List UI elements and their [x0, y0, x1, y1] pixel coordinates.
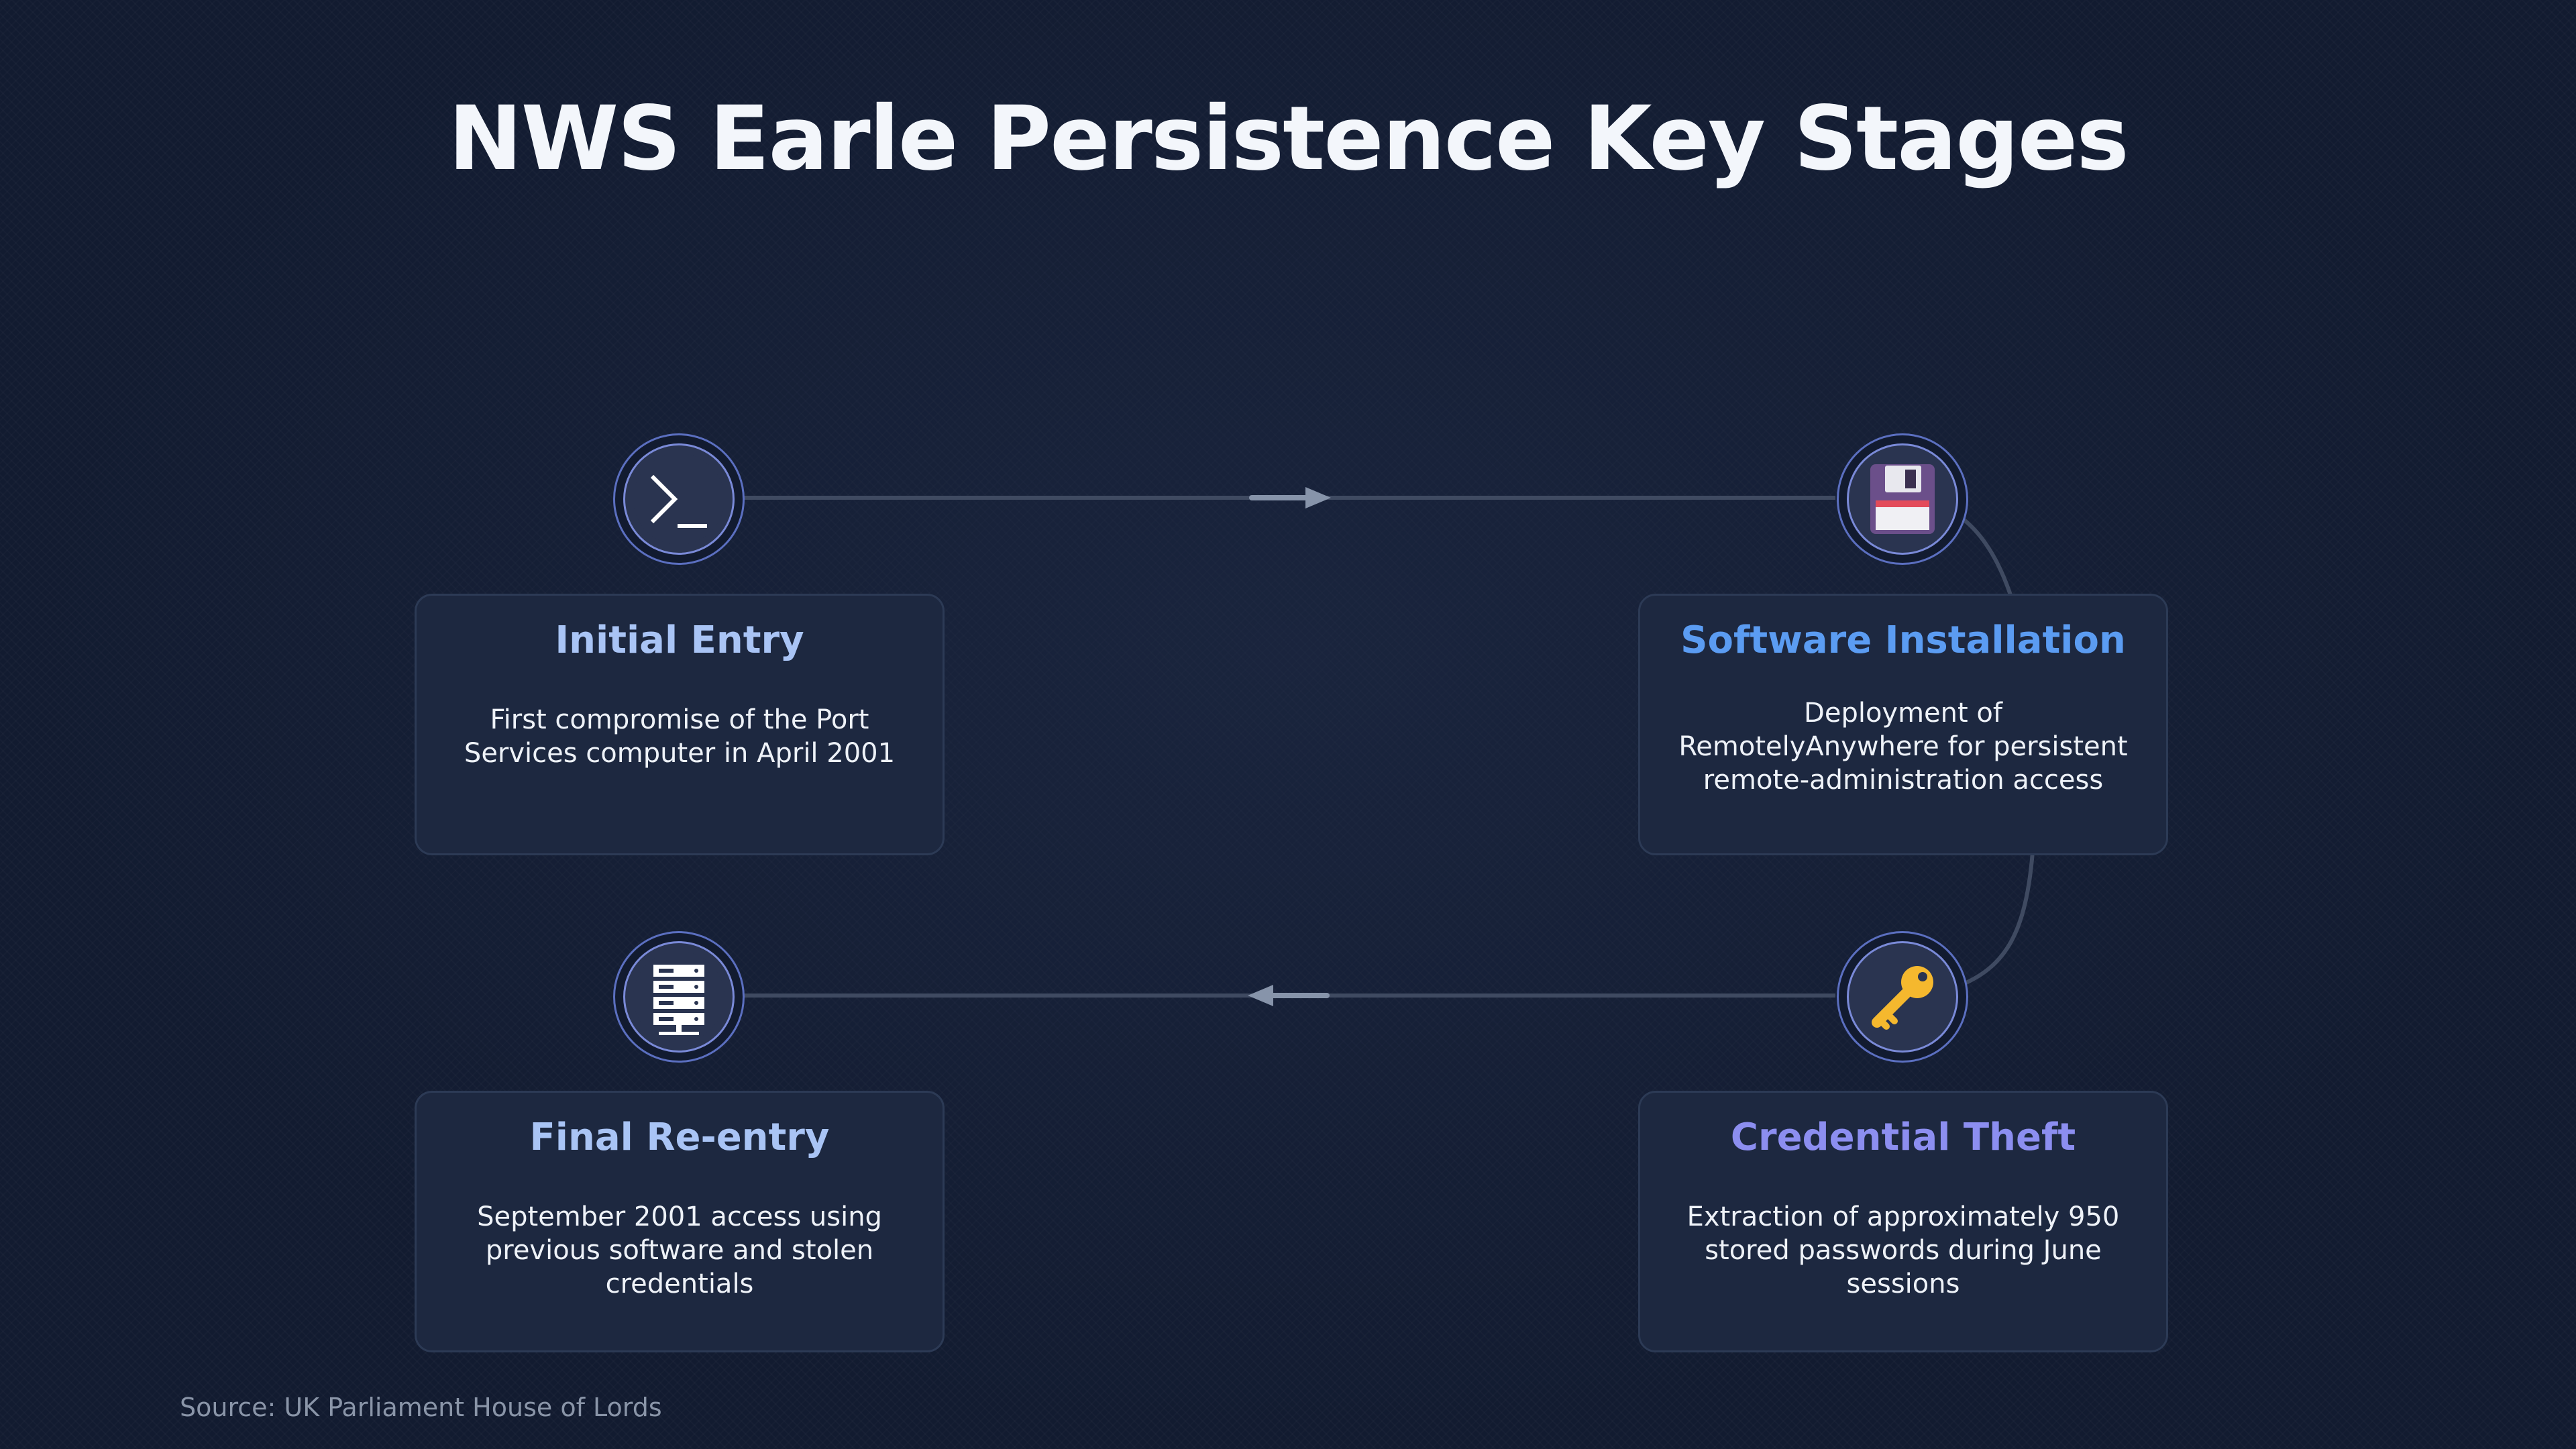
- stage-title-software-installation: Software Installation: [1680, 619, 2126, 662]
- stage-credential-theft-icon-badge: [1837, 931, 1968, 1063]
- stage-description-credential-theft: Extraction of approximately 950 stored p…: [1686, 1201, 2120, 1299]
- source-note: Source: UK Parliament House of Lords: [180, 1393, 662, 1422]
- stage-description-software-installation: Deployment of RemotelyAnywhere for persi…: [1678, 698, 2128, 796]
- server-icon: [633, 951, 724, 1042]
- stage-title-credential-theft: Credential Theft: [1730, 1116, 2076, 1159]
- floppy-disk-icon: [1870, 464, 1935, 534]
- stage-card-initial-entry: Initial Entry First compromise of the Po…: [415, 594, 945, 855]
- stage-description-initial-entry: First compromise of the Port Services co…: [464, 704, 896, 769]
- stage-title-final-reentry: Final Re-entry: [529, 1116, 830, 1159]
- arrow-left-icon: [1248, 985, 1273, 1006]
- diagram-title: NWS Earle Persistence Key Stages: [448, 87, 2129, 191]
- terminal-icon: [633, 453, 724, 545]
- stage-card-final-reentry: Final Re-entry September 2001 access usi…: [415, 1091, 945, 1352]
- stage-card-software-installation: Software Installation Deployment of Remo…: [1638, 594, 2168, 855]
- arrow-right-icon: [1305, 487, 1331, 508]
- stage-card-credential-theft: Credential Theft Extraction of approxima…: [1638, 1091, 2168, 1352]
- stage-final-reentry-icon-badge: [613, 931, 745, 1063]
- stage-initial-entry-icon-badge: [613, 433, 745, 565]
- stage-title-initial-entry: Initial Entry: [555, 619, 804, 662]
- key-icon: [1857, 951, 1948, 1042]
- stage-description-final-reentry: September 2001 access using previous sof…: [477, 1201, 882, 1299]
- stage-software-installation-icon-badge: [1837, 433, 1968, 565]
